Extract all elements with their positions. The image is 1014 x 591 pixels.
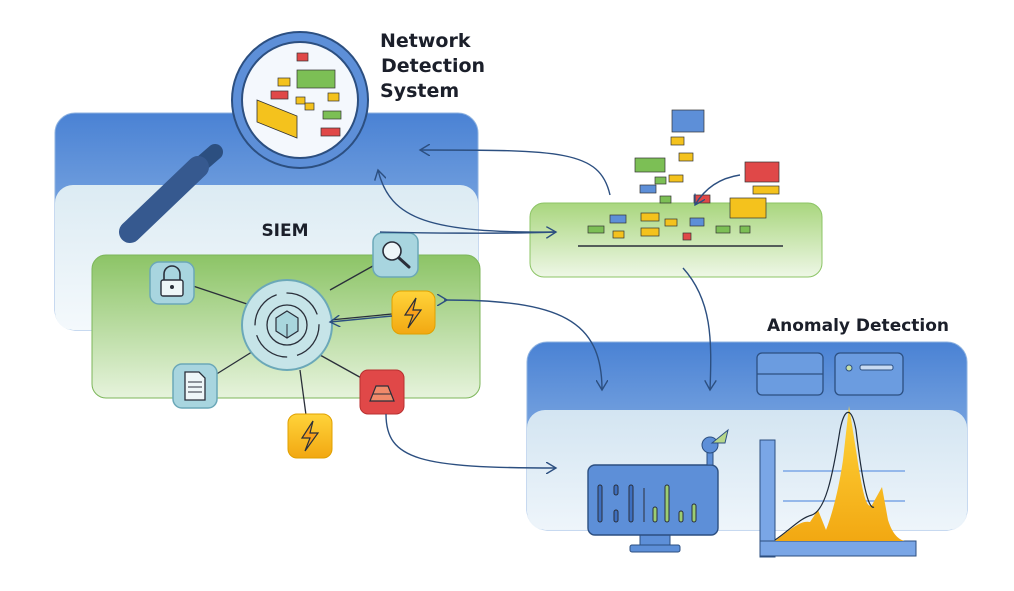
svg-text:Detection: Detection bbox=[381, 55, 485, 77]
arrow-siem-to-nds bbox=[378, 170, 557, 233]
siem-label: SIEM bbox=[261, 221, 308, 241]
firewall-icon bbox=[359, 369, 405, 415]
hub-icon bbox=[241, 279, 333, 371]
server-icon bbox=[756, 352, 824, 396]
traffic-panel bbox=[529, 109, 823, 278]
arrow-alert-packet bbox=[695, 174, 741, 205]
arrow-siem-to-anomaly bbox=[444, 299, 602, 390]
lightning-icon bbox=[287, 413, 333, 459]
svg-text:Network: Network bbox=[380, 30, 471, 52]
lightning-icon bbox=[391, 290, 436, 335]
flow-arrows bbox=[330, 150, 741, 468]
satellite-icon bbox=[701, 428, 729, 466]
document-icon bbox=[172, 363, 218, 409]
search-icon bbox=[372, 232, 419, 278]
nds-title: Network Detection System bbox=[380, 30, 485, 102]
server-icon bbox=[834, 352, 904, 396]
lock-icon bbox=[149, 261, 195, 305]
chart-icon bbox=[759, 406, 917, 558]
arrow-firewall-to-monitor bbox=[385, 413, 556, 468]
anomaly-label: Anomaly Detection bbox=[767, 316, 949, 336]
monitor-icon bbox=[587, 464, 719, 553]
arrow-to-traffic bbox=[379, 232, 556, 233]
magnifier-icon bbox=[119, 31, 369, 243]
arrow-traffic-to-nds bbox=[420, 150, 611, 196]
svg-text:System: System bbox=[380, 80, 459, 102]
arrow-traffic-to-anomaly bbox=[682, 267, 711, 390]
